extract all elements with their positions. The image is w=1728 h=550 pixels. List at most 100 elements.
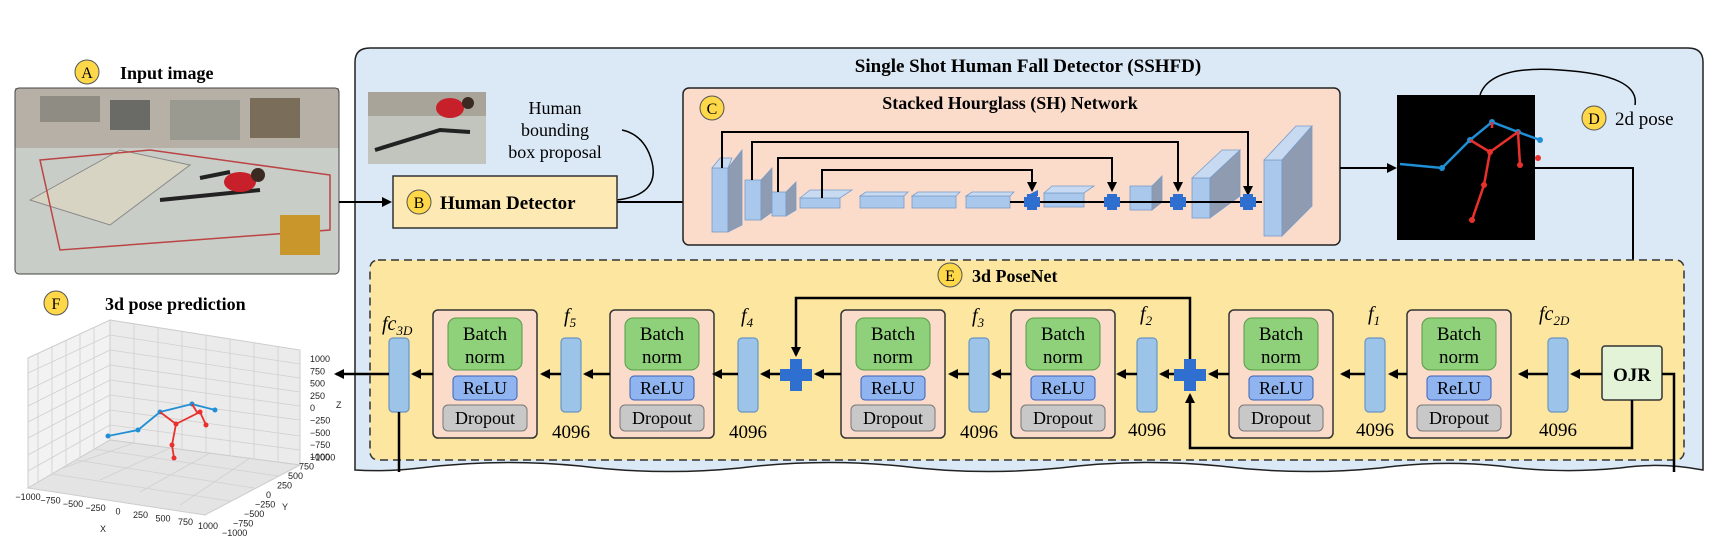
skip-connections [721, 131, 1262, 203]
badge-F: F [43, 290, 69, 316]
svg-text:4096: 4096 [729, 422, 767, 443]
plot3d-xlabel: X [100, 524, 106, 534]
svg-text:ReLU: ReLU [463, 378, 507, 398]
plot3d-ztick: 1000 [310, 354, 330, 364]
svg-text:Dropout: Dropout [632, 408, 692, 428]
plot3d-ztick: 500 [310, 379, 325, 389]
pose-curve [1479, 68, 1636, 106]
hourglass-blocks [711, 124, 1313, 237]
plot3d-floor [26, 439, 302, 516]
plot3d-ytick: −250 [255, 500, 275, 510]
svg-text:f2: f2 [1140, 303, 1153, 328]
svg-text:Dropout: Dropout [1251, 408, 1311, 428]
svg-text:ReLU: ReLU [1041, 378, 1085, 398]
svg-text:fc2D: fc2D [1539, 303, 1570, 328]
plot3d-ztick: −1000 [310, 452, 335, 462]
badge-A: A [74, 59, 100, 85]
svg-text:ReLU: ReLU [1259, 378, 1303, 398]
svg-text:Dropout: Dropout [1033, 408, 1093, 428]
plot3d-ztick: 750 [310, 366, 325, 376]
svg-text:4096: 4096 [1539, 420, 1577, 441]
input-image-title: Input image [120, 63, 214, 83]
svg-text:F: F [52, 296, 61, 313]
svg-text:norm: norm [642, 347, 682, 368]
svg-text:E: E [945, 268, 955, 285]
bn-relu-dropout-blocks: BatchnormReLUDropoutBatchnormReLUDropout… [432, 309, 1512, 439]
svg-text:OJR: OJR [1613, 365, 1651, 386]
crop-thumbnail [368, 92, 486, 164]
plot3d-ytick: 750 [299, 462, 314, 472]
svg-text:f5: f5 [564, 305, 577, 330]
svg-text:ReLU: ReLU [871, 378, 915, 398]
svg-text:Dropout: Dropout [1429, 408, 1489, 428]
plot3d-xtick: 250 [133, 510, 148, 520]
svg-text:B: B [414, 195, 425, 212]
main-title: Single Shot Human Fall Detector (SSHFD) [855, 56, 1201, 77]
plot3d-ytick: 250 [277, 481, 292, 491]
proposal-curve [616, 129, 654, 201]
fc-label-f2: f2 4096 [1128, 303, 1166, 441]
svg-text:ReLU: ReLU [1437, 378, 1481, 398]
fc-label-2d: fc2D 4096 [1539, 303, 1577, 441]
svg-text:norm: norm [1261, 347, 1301, 368]
fc-label-3d: fc3D [382, 313, 413, 338]
plot3d-xtick: 750 [178, 517, 193, 527]
plot3d-xtick: −1000 [15, 492, 40, 502]
svg-text:norm: norm [873, 347, 913, 368]
plot3d-ytick: 500 [288, 471, 303, 481]
fc-label-f1: f1 4096 [1356, 303, 1394, 441]
ojr-box: OJR [1601, 345, 1663, 401]
svg-text:D: D [1588, 111, 1600, 128]
plot3d-zlabel: Z [336, 400, 342, 410]
plot3d-xtick: −500 [63, 499, 83, 509]
plot3d-ytick: −500 [244, 509, 264, 519]
fc-label-f5: f5 4096 [552, 305, 590, 443]
svg-text:Batch: Batch [640, 324, 685, 345]
fc-label-f3: f3 4096 [960, 305, 998, 443]
svg-text:4096: 4096 [1356, 420, 1394, 441]
svg-text:fc3D: fc3D [382, 313, 413, 338]
svg-text:f4: f4 [741, 305, 754, 330]
svg-text:f1: f1 [1368, 303, 1380, 328]
pose-2d-label: 2d pose [1615, 109, 1674, 130]
svg-text:4096: 4096 [960, 422, 998, 443]
plot3d-ztick: 0 [310, 403, 315, 413]
svg-text:4096: 4096 [552, 422, 590, 443]
plot3d-ztick: −750 [310, 440, 330, 450]
plot3d-xtick: 1000 [198, 521, 218, 531]
plot3d-ytick: −750 [233, 519, 253, 529]
proposal-label-2: bounding [521, 120, 589, 140]
posenet-arrows [334, 296, 1676, 472]
human-detector-box: B Human Detector [392, 175, 618, 229]
svg-text:norm: norm [1439, 347, 1479, 368]
posenet-add-nodes [780, 359, 1206, 391]
input-image [14, 87, 340, 275]
svg-text:norm: norm [1043, 347, 1083, 368]
plot3d-xtick: −250 [85, 503, 105, 513]
sh-add-nodes [1024, 190, 1256, 210]
svg-text:Batch: Batch [871, 324, 916, 345]
pose-2d-image [1397, 95, 1543, 240]
svg-text:C: C [707, 101, 718, 118]
svg-text:Stacked Hourglass (SH) Network: Stacked Hourglass (SH) Network [882, 93, 1138, 114]
svg-text:ReLU: ReLU [640, 378, 684, 398]
svg-text:4096: 4096 [1128, 420, 1166, 441]
fc-columns [388, 337, 1569, 413]
svg-text:Batch: Batch [1041, 324, 1086, 345]
plot3d-ztick: 250 [310, 391, 325, 401]
svg-text:Batch: Batch [1437, 324, 1482, 345]
svg-text:3d PoseNet: 3d PoseNet [972, 266, 1057, 286]
pose-3d-title: 3d pose prediction [105, 294, 246, 314]
svg-text:Dropout: Dropout [863, 408, 923, 428]
svg-text:Human Detector: Human Detector [440, 193, 576, 214]
fc-label-f4: f4 4096 [729, 305, 767, 443]
proposal-label-1: Human [529, 98, 582, 118]
plot3d-ytick: 1000 [310, 452, 330, 462]
svg-text:f3: f3 [972, 305, 985, 330]
